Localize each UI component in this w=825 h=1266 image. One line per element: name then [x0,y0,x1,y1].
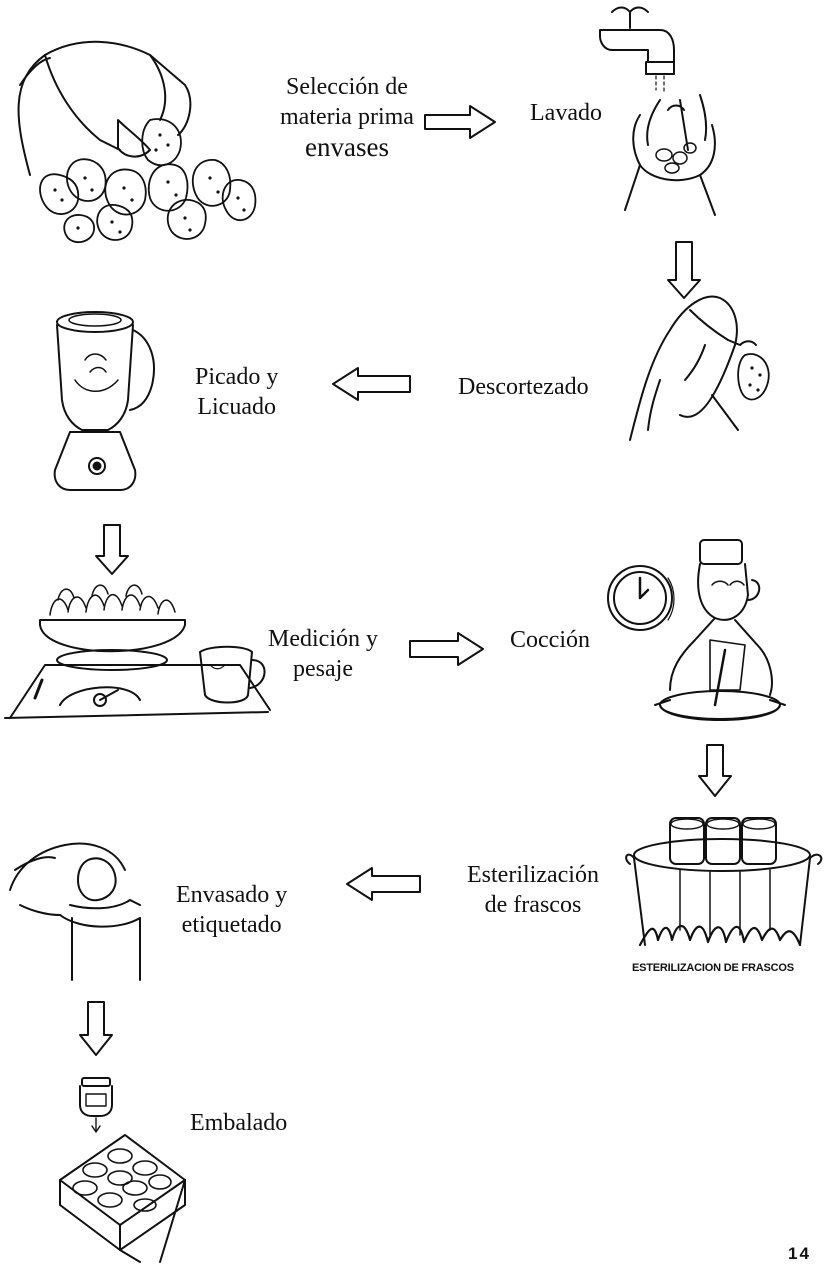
step-label-picado: Picado y Licuado [195,362,278,422]
jar-icon [79,1077,113,1133]
step-label-descortezado: Descortezado [458,374,589,400]
picado-line-2: Licuado [197,394,276,420]
step-label-coccion: Cocción [510,627,590,653]
picado-line-1: Picado y [195,364,279,390]
clock-icon [607,565,675,631]
seleccion-line-1: Selección de [285,74,408,100]
step-label-seleccion: Selección de materia prima envases [280,72,414,162]
esterilizacion-line-2: de frascos [484,892,582,918]
page-number: 14 [788,1244,811,1263]
arrow-right [409,632,484,666]
esterilizacion-line-1: Esterilización [467,862,599,888]
packing-box-icon [59,1134,186,1263]
step-label-envasado: Envasado y etiquetado [176,880,287,940]
arrow-right [424,105,496,139]
cook-stirring-icon [654,539,786,721]
step-label-lavado: Lavado [530,100,602,126]
mug-icon [199,645,266,704]
arrow-down [95,524,129,575]
arrow-down [698,744,732,797]
washing-hands-faucet-icon [599,6,716,216]
hand-picking-strawberries-icon [17,40,257,244]
esterilizacion-caption: ESTERILIZACION DE FRASCOS [632,962,794,974]
hand-peeling-strawberry-icon [629,295,770,441]
medicion-line-2: pesaje [293,656,353,682]
seleccion-line-3: envases [304,132,389,162]
hand-capping-jar-icon [9,842,141,981]
step-label-esterilizacion: Esterilización de frascos [467,860,599,920]
step-label-embalado: Embalado [190,1110,288,1136]
blender-icon [53,311,155,491]
medicion-line-1: Medición y [268,626,378,652]
envasado-line-2: etiquetado [181,912,282,938]
arrow-down [79,1001,113,1056]
seleccion-line-2: materia prima [280,104,414,130]
step-label-medicion: Medición y pesaje [268,624,378,684]
arrow-down [667,241,701,299]
kitchen-scale-icon [4,584,271,719]
arrow-left [346,867,421,901]
arrow-left [332,367,411,401]
sterilizing-pot-icon [625,817,823,947]
envasado-line-1: Envasado y [176,882,288,908]
